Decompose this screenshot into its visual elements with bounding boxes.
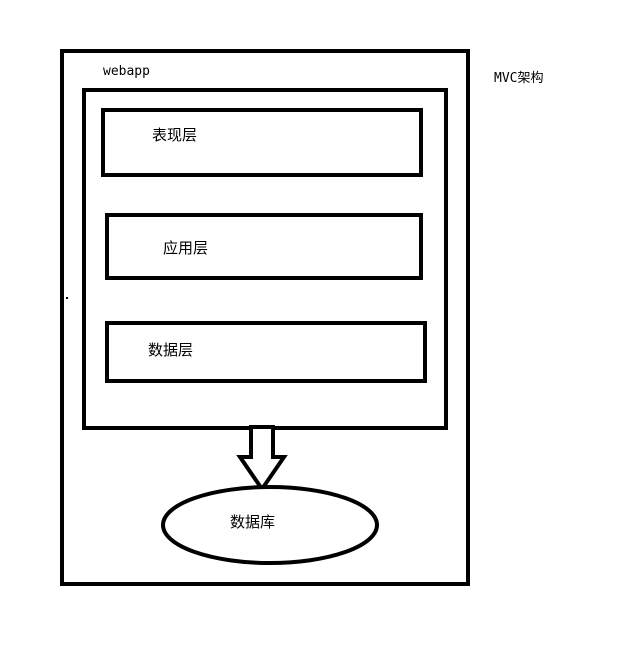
webapp-container [60,49,470,586]
presentation-layer-label: 表现层 [152,126,198,144]
down-arrow-icon [236,425,288,493]
application-layer-label: 应用层 [163,239,209,257]
database-ellipse [161,485,379,565]
webapp-label: webapp [103,64,150,79]
application-layer-box [105,213,423,280]
presentation-layer-box [101,108,423,177]
architecture-title: MVC架构 [494,71,544,86]
data-layer-label: 数据层 [148,341,194,359]
database-label: 数据库 [230,513,276,531]
data-layer-box [105,321,427,383]
stray-dot [66,297,68,299]
